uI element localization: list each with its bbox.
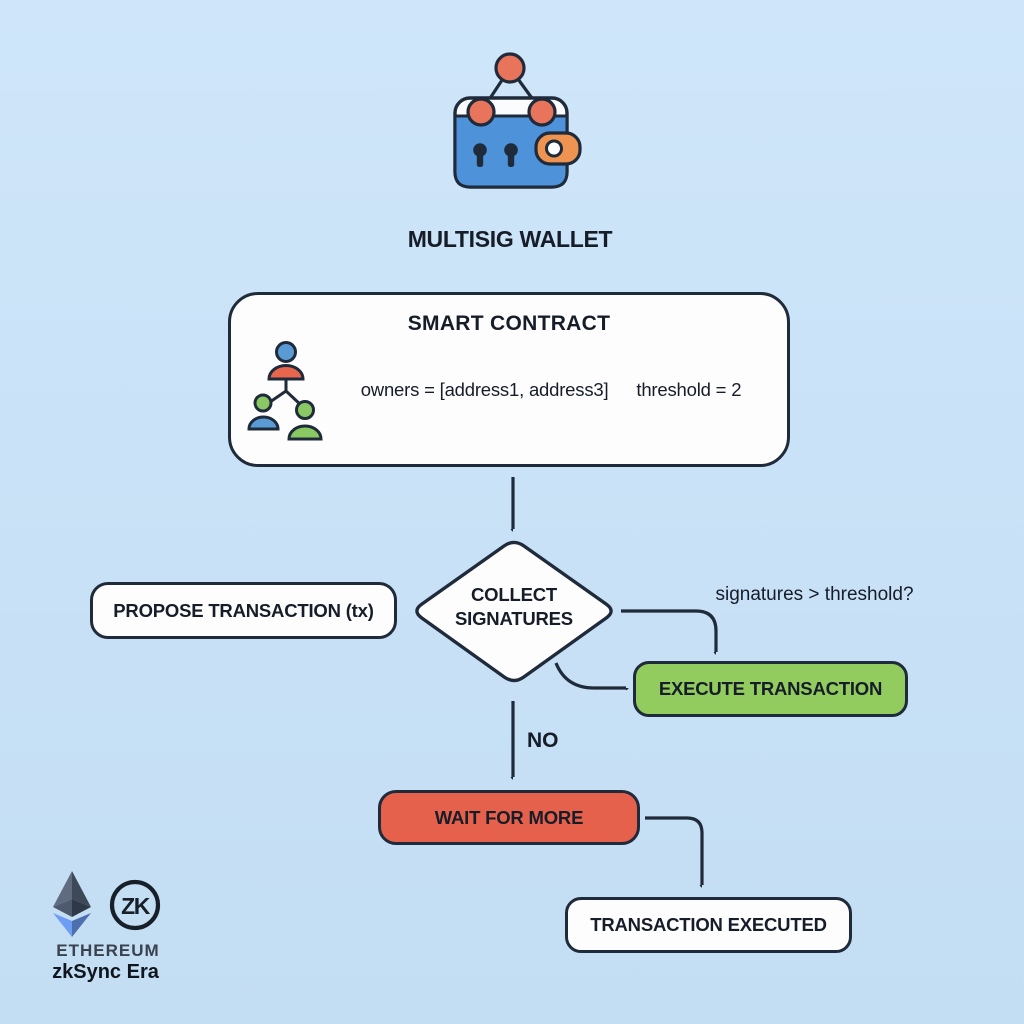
ethereum-logo-icon [53, 871, 91, 937]
propose-transaction-node: PROPOSE TRANSACTION (tx) [90, 582, 397, 639]
propose-transaction-label: PROPOSE TRANSACTION (tx) [113, 599, 374, 621]
owners-tree-icon [247, 341, 323, 441]
wait-for-more-label: WAIT FOR MORE [434, 806, 584, 828]
zksync-logo-icon: ZK [109, 879, 161, 931]
decision-label-line1: COLLECT [471, 584, 557, 605]
edge-decision-branch-to-execute [554, 662, 626, 688]
contract-parameters: owners = [address1, address3] threshold … [331, 379, 771, 401]
smart-contract-node: SMART CONTRACT owners = [address1, addre… [228, 292, 790, 467]
decision-label-line2: SIGNATURES [455, 608, 573, 630]
smart-contract-title: SMART CONTRACT [407, 312, 611, 335]
wait-for-more-node: WAIT FOR MORE [378, 790, 640, 845]
zk-monogram: ZK [121, 893, 151, 919]
edge-wait-to-executed [645, 816, 704, 885]
network-nodes-icon [466, 52, 557, 127]
decision-label: COLLECT SIGNATURES [419, 583, 609, 632]
keyhole-left-icon [473, 143, 487, 167]
ethereum-wordmark: ETHEREUM [56, 941, 160, 960]
condition-label: signatures > threshold? [715, 584, 914, 605]
no-branch-label: NO [527, 729, 559, 752]
decision-diamond-shape [415, 540, 613, 683]
edge-decision-to-execute [621, 609, 718, 652]
wallet-clasp-icon [534, 131, 582, 166]
execute-transaction-label: EXECUTE TRANSACTION [658, 678, 883, 699]
zksync-era-wordmark: zkSync Era [52, 961, 159, 983]
transaction-executed-label: TRANSACTION EXECUTED [590, 914, 827, 935]
execute-transaction-node: EXECUTE TRANSACTION [633, 661, 908, 717]
page-title: MULTISIG WALLET [407, 226, 613, 252]
owners-text: owners = [address1, address3] [360, 379, 609, 400]
multisig-wallet-icon [453, 52, 582, 189]
transaction-executed-node: TRANSACTION EXECUTED [565, 897, 852, 953]
threshold-text: threshold = 2 [636, 379, 742, 400]
keyhole-right-icon [504, 143, 518, 167]
